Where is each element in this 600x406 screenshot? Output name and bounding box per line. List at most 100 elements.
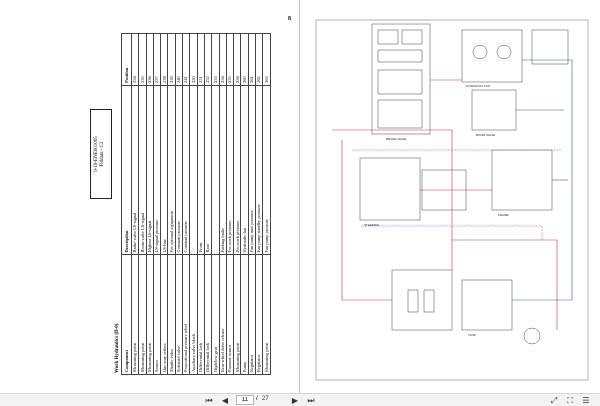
column-header-component: Component xyxy=(121,254,132,375)
cell-position: 250 xyxy=(189,33,198,86)
left-page: 8 9-19-ENE001005 Fiddata - C2 Work Hydra… xyxy=(24,0,300,393)
table-row: High/low gear 253 xyxy=(211,33,220,375)
label-boom-valve: BOOM VALVE xyxy=(476,133,495,137)
cell-position: 255 xyxy=(226,33,234,86)
cell-description: Brake-valve LS-signal xyxy=(131,85,139,255)
cell-position: 238 xyxy=(160,33,168,86)
valve-symbol xyxy=(377,29,399,45)
valve-symbol xyxy=(401,29,423,45)
cell-position: 260 xyxy=(240,33,249,86)
right-page: BRAKE VALVE HYDRAULIC FAN BOOM VALVE STE… xyxy=(302,0,600,393)
valve-symbol xyxy=(377,69,423,95)
cell-description: Parking brake xyxy=(219,85,227,255)
page-number-input[interactable] xyxy=(236,395,254,405)
diff-lock-block xyxy=(491,149,553,211)
boom-valve-block xyxy=(471,89,517,131)
cell-position: 251 xyxy=(197,33,205,86)
cell-position: 235 xyxy=(138,33,147,86)
rotated-content: 9-19-ENE001005 Fiddata - C2 Work Hydraul… xyxy=(89,33,286,375)
cell-component: Sensor xyxy=(153,254,161,375)
next-page-icon[interactable]: ▶ xyxy=(289,395,301,406)
fit-page-icon[interactable]: ⤢ xyxy=(548,395,560,406)
column-header-position: Position xyxy=(121,33,132,86)
pressure-lines xyxy=(332,79,558,330)
hydraulic-schematic: BRAKE VALVE HYDRAULIC FAN BOOM VALVE STE… xyxy=(315,19,589,381)
cell-component: Rear-wheel drive release xyxy=(219,254,227,375)
return-line xyxy=(512,59,573,301)
cell-component: High/low gear xyxy=(211,254,220,375)
cell-description: Fan pump max pressure xyxy=(248,85,256,255)
doc-title-line2: Fiddata - C2 xyxy=(100,141,105,167)
menu-icon[interactable]: ☰ xyxy=(580,395,592,406)
cell-component: Differential lock xyxy=(204,254,212,375)
cell-position: 256 xyxy=(233,33,241,86)
last-page-icon[interactable]: ⏭ xyxy=(305,395,317,406)
cell-position: 240 xyxy=(175,33,183,86)
valve-symbol xyxy=(377,49,423,63)
pressure-line xyxy=(341,140,392,301)
cell-position: 263 xyxy=(262,33,271,86)
label-frame: FRAME xyxy=(498,213,509,217)
cell-position: 262 xyxy=(255,33,263,86)
cell-component: Measuring point xyxy=(138,254,147,375)
brake-valve-block xyxy=(371,23,431,135)
cell-position: 253 xyxy=(211,33,220,86)
cell-component: Measuring point xyxy=(233,254,241,375)
cell-description: Front xyxy=(197,85,205,255)
schematic-frame xyxy=(315,19,589,381)
prev-page-icon[interactable]: ◀ xyxy=(219,395,231,406)
cell-position: 234 xyxy=(131,33,139,86)
pilot-line xyxy=(362,225,543,240)
page-separator: / xyxy=(256,396,258,402)
first-page-icon[interactable]: ⏮ xyxy=(203,395,215,406)
filter-symbol xyxy=(423,289,435,313)
cell-description: For optional equipment xyxy=(167,85,176,255)
component-table: Component Description Position Measuring… xyxy=(121,33,271,375)
cell-component: Measuring point xyxy=(262,254,271,375)
cell-component: Shuttle valve xyxy=(167,254,176,375)
cell-description xyxy=(189,85,198,255)
cell-position: 239 xyxy=(167,33,176,86)
cell-component: Regulator xyxy=(248,254,256,375)
label-hydraulic-fan: HYDRAULIC FAN xyxy=(466,84,490,88)
aux-valve-block xyxy=(531,29,569,65)
fan-pump-symbol xyxy=(496,44,512,60)
label-steering: STEERING xyxy=(364,223,380,227)
cell-description: LS-signal pressure xyxy=(153,85,161,255)
section-title: Work Hydraulics (D-0) xyxy=(115,323,120,373)
document-title-box: 9-19-ENE001005 Fiddata - C2 xyxy=(90,109,112,199)
viewer-toolbar: ⏮ ◀ / 27 ▶ ⏭ ⤢ ⛶ ☰ xyxy=(0,393,600,406)
cell-description: LS-line xyxy=(160,85,168,255)
cell-description: Fan pump pressure xyxy=(262,85,271,255)
cell-component: One-way orifice xyxy=(160,254,168,375)
cell-component: Pressure sensor xyxy=(226,254,234,375)
cell-description: Constant pressure xyxy=(175,85,183,255)
cell-position: 252 xyxy=(204,33,212,86)
fullscreen-icon[interactable]: ⛶ xyxy=(564,395,576,406)
cell-description xyxy=(211,85,220,255)
cell-position: 241 xyxy=(182,33,190,86)
valve-symbol xyxy=(377,99,423,129)
label-brake-valve: BRAKE VALVE xyxy=(386,137,406,141)
cell-description: Highest LS-signal xyxy=(146,85,154,255)
cell-component: Proportional pressure relief xyxy=(182,254,190,375)
pilot-lines xyxy=(352,149,562,240)
cell-description: For work pressure xyxy=(226,85,234,255)
cell-description: Hydraulic fan xyxy=(240,85,249,255)
cell-component: Differential lock xyxy=(197,254,205,375)
pump-block xyxy=(391,269,453,331)
pump-symbol xyxy=(523,327,541,345)
column-header-description: Description xyxy=(121,85,132,255)
